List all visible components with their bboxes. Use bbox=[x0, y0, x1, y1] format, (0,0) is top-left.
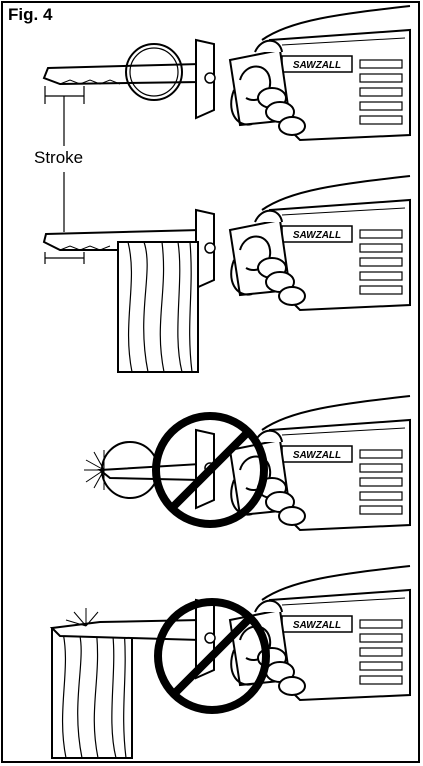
spark-icon bbox=[84, 450, 104, 490]
wood-board-icon bbox=[118, 242, 198, 372]
brand-badge: SAWZALL bbox=[293, 450, 341, 461]
brand-badge: SAWZALL bbox=[293, 620, 341, 631]
panel-cutting-wood bbox=[44, 176, 410, 372]
saw-icon bbox=[196, 6, 410, 140]
panel-no-plunge bbox=[84, 396, 410, 530]
brand-badge: SAWZALL bbox=[293, 60, 341, 71]
brand-badge: SAWZALL bbox=[293, 230, 341, 241]
panel-blade-extended bbox=[44, 6, 410, 232]
panel-no-shoe-off-work bbox=[52, 566, 410, 758]
